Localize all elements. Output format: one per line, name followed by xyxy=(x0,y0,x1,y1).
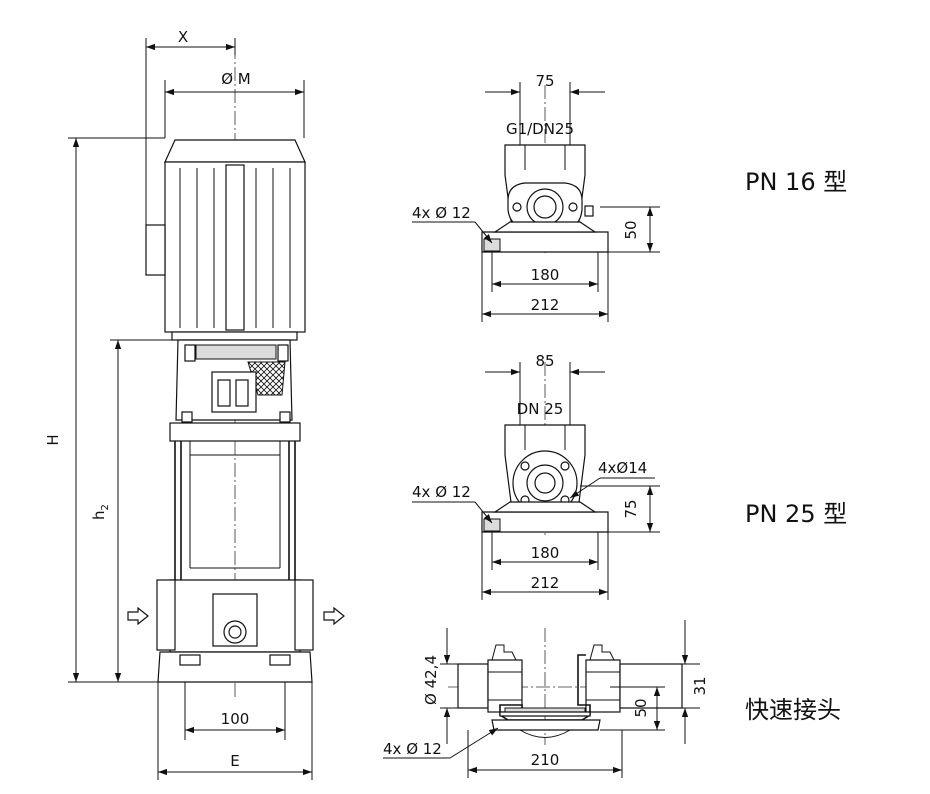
pn16-holes-label: 4x Ø 12 xyxy=(412,204,471,222)
dim-base-100-label: 100 xyxy=(221,710,250,728)
dim-motor-diameter-label: Ø M xyxy=(221,70,251,88)
pn25-view: 85 DN 25 4xØ14 4x Ø 12 75 180 xyxy=(412,352,847,600)
quick-coupling-label: 快速接头 xyxy=(745,696,841,724)
pn25-dim-75: 75 xyxy=(622,499,640,518)
pn16-dim-180: 180 xyxy=(531,266,560,284)
pn16-dim-75: 75 xyxy=(535,72,554,90)
quick-dim-31: 31 xyxy=(691,676,709,695)
pn25-flange-holes-label: 4xØ14 xyxy=(598,459,647,477)
pn25-connection-label: DN 25 xyxy=(517,400,564,418)
quick-dim-210: 210 xyxy=(531,751,560,769)
dim-x-label: X xyxy=(178,28,188,46)
pn16-dim-50: 50 xyxy=(622,220,640,239)
pn16-connection-label: G1/DN25 xyxy=(506,120,574,138)
dim-e-label: E xyxy=(230,752,239,770)
dim-height-label: H xyxy=(44,434,62,445)
quick-coupling-view: Ø 42,4 50 31 4x Ø 12 210 快速接头 xyxy=(383,620,841,778)
pn25-type-label: PN 25 型 xyxy=(745,500,847,528)
pn25-dim-180: 180 xyxy=(531,544,560,562)
dim-h2-subscript: 2 xyxy=(100,504,111,510)
quick-pipe-diameter-label: Ø 42,4 xyxy=(422,655,440,705)
pump-elevation-view: X Ø M H h2 xyxy=(44,28,345,780)
pn25-dim-85: 85 xyxy=(535,352,554,370)
pn25-dim-212: 212 xyxy=(531,574,560,592)
quick-holes-label: 4x Ø 12 xyxy=(383,740,442,758)
quick-dim-50: 50 xyxy=(632,698,650,717)
dim-h2-label: h2 xyxy=(90,504,111,520)
pn25-holes-label: 4x Ø 12 xyxy=(412,483,471,501)
pn16-type-label: PN 16 型 xyxy=(745,168,847,196)
pn16-view: 75 G1/DN25 4x Ø 12 50 180 212 xyxy=(412,72,847,322)
pn16-dim-212: 212 xyxy=(531,296,560,314)
